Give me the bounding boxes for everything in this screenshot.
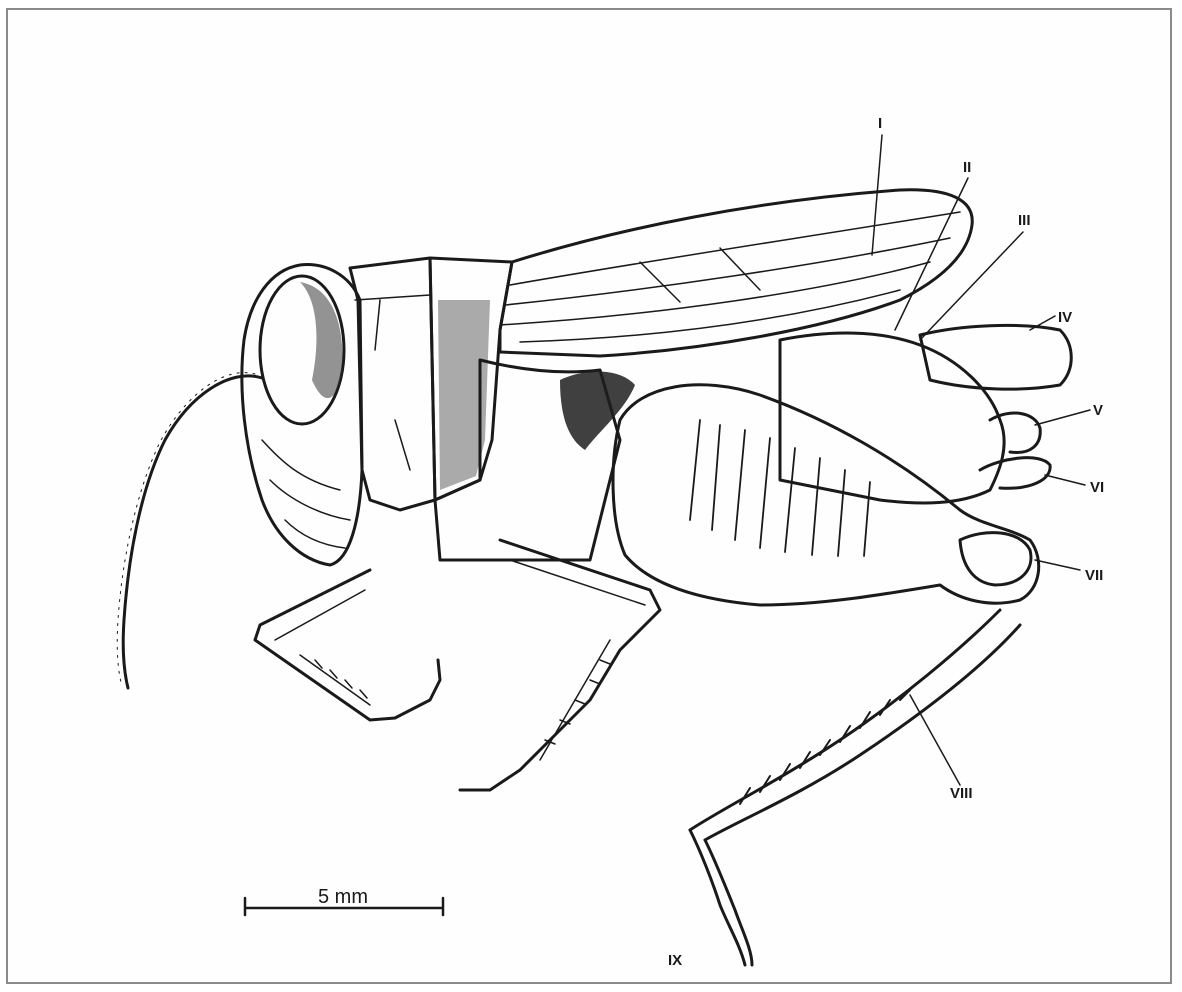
label-V: V xyxy=(1093,402,1103,419)
hind-tibia xyxy=(690,610,1020,840)
label-VI: VI xyxy=(1090,479,1104,496)
label-II: II xyxy=(963,159,971,176)
label-III: III xyxy=(1018,212,1031,229)
middle-leg-teeth xyxy=(545,660,610,744)
label-IV: IV xyxy=(1058,309,1072,326)
middle-leg xyxy=(460,540,660,790)
eye-shading xyxy=(300,282,343,398)
head xyxy=(242,265,362,565)
front-leg xyxy=(255,570,440,720)
front-leg-teeth xyxy=(315,660,367,698)
label-VII: VII xyxy=(1085,567,1103,584)
thorax-dark-region xyxy=(560,372,635,450)
label-VIII: VIII xyxy=(950,785,973,802)
label-I: I xyxy=(878,115,882,132)
forewing xyxy=(500,190,972,356)
head-sutures xyxy=(262,440,350,548)
pronotum-sutures xyxy=(355,295,430,470)
pronotum-stipple xyxy=(438,300,490,490)
antenna xyxy=(123,376,262,688)
label-IX: IX xyxy=(668,952,682,969)
scale-bar-label: 5 mm xyxy=(318,886,368,908)
hind-tarsus xyxy=(690,830,752,965)
label-leaders xyxy=(872,135,1090,785)
femur-knee xyxy=(960,533,1031,585)
middle-leg-inner xyxy=(510,560,645,760)
antenna-segments xyxy=(117,373,255,686)
forewing-veins xyxy=(500,212,960,342)
